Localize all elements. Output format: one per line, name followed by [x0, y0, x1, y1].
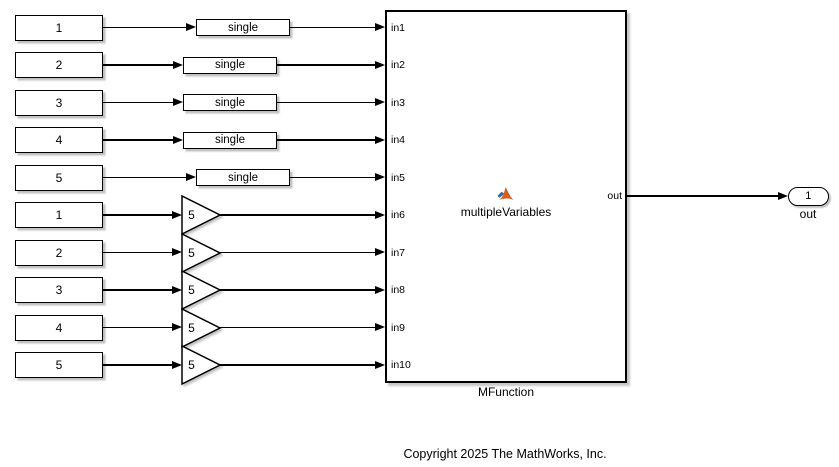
gain-value: 5: [188, 320, 195, 335]
constant-block[interactable]: 2: [15, 52, 103, 78]
constant-block[interactable]: 5: [15, 352, 103, 378]
data-type-conversion-block[interactable]: single: [183, 131, 277, 149]
input-port-label: in6: [391, 209, 406, 221]
input-port-label: in10: [391, 359, 411, 371]
wire-arrowhead: [375, 248, 385, 256]
wire-arrowhead: [172, 285, 182, 294]
gain-value: 5: [188, 245, 195, 260]
wire-arrowhead: [375, 135, 385, 144]
wire[interactable]: [103, 251, 172, 254]
wire[interactable]: [103, 101, 173, 104]
data-type-conversion-block[interactable]: single: [196, 19, 290, 36]
gain-block[interactable]: [180, 345, 222, 385]
wire-arrowhead: [172, 210, 182, 219]
constant-block[interactable]: 1: [15, 14, 103, 41]
input-port-label: in4: [391, 134, 406, 146]
constant-block[interactable]: 1: [15, 202, 103, 228]
constant-block[interactable]: 4: [15, 127, 103, 153]
constant-block[interactable]: 4: [15, 314, 103, 341]
wire[interactable]: [219, 364, 375, 366]
wire[interactable]: [219, 289, 375, 291]
wire-arrowhead: [186, 23, 196, 31]
gain-value: 5: [188, 208, 195, 222]
wire-arrowhead: [172, 323, 182, 331]
input-port-label: in5: [391, 171, 406, 184]
wire-arrowhead: [375, 60, 385, 69]
wire-arrowhead: [375, 360, 385, 369]
wire-arrowhead: [173, 135, 183, 144]
wire[interactable]: [219, 326, 375, 329]
wire-arrowhead: [375, 323, 385, 331]
gain-block[interactable]: [180, 195, 222, 235]
wire-arrowhead: [173, 98, 183, 106]
wire-arrowhead: [173, 60, 183, 69]
input-port-label: in9: [391, 321, 406, 334]
wire-arrowhead: [375, 173, 385, 181]
wire-arrowhead: [375, 98, 385, 106]
wire[interactable]: [103, 289, 172, 291]
copyright-annotation: Copyright 2025 The MathWorks, Inc.: [403, 447, 607, 461]
constant-block[interactable]: 2: [15, 239, 103, 266]
wire[interactable]: [627, 195, 778, 197]
wire-arrowhead: [375, 23, 385, 31]
input-port-label: in3: [391, 96, 406, 109]
constant-block[interactable]: 3: [15, 277, 103, 303]
wire[interactable]: [277, 101, 375, 104]
input-port-label: in7: [391, 246, 406, 259]
wire-arrowhead: [172, 248, 182, 256]
wire-arrowhead: [778, 191, 788, 200]
wire[interactable]: [290, 176, 375, 179]
data-type-conversion-block[interactable]: single: [196, 169, 290, 186]
input-port-label: in8: [391, 284, 406, 296]
wire[interactable]: [277, 139, 375, 141]
outport-block[interactable]: 1: [788, 186, 829, 206]
matlab-logo-icon: [497, 187, 514, 200]
constant-block[interactable]: 3: [15, 89, 103, 116]
wire[interactable]: [103, 364, 172, 366]
wire[interactable]: [103, 26, 186, 29]
gain-value: 5: [188, 358, 195, 372]
wire[interactable]: [103, 64, 173, 66]
gain-block[interactable]: [180, 270, 222, 310]
block-name-label: MFunction: [477, 385, 535, 399]
data-type-conversion-block[interactable]: single: [183, 56, 277, 74]
gain-value: 5: [188, 283, 195, 297]
wire[interactable]: [103, 139, 173, 141]
input-port-label: in1: [391, 21, 406, 34]
data-type-conversion-block[interactable]: single: [183, 94, 277, 111]
constant-block[interactable]: 5: [15, 164, 103, 191]
gain-block[interactable]: [180, 232, 222, 273]
output-port-label: out: [607, 190, 622, 202]
function-name-label: multipleVariables: [460, 205, 552, 219]
wire-arrowhead: [186, 173, 196, 181]
wire[interactable]: [219, 214, 375, 216]
wire[interactable]: [219, 251, 375, 254]
outport-name-label: out: [799, 207, 817, 221]
wire[interactable]: [103, 214, 172, 216]
input-port-label: in2: [391, 59, 406, 71]
wire[interactable]: [277, 64, 375, 66]
wire[interactable]: [103, 176, 186, 179]
wire-arrowhead: [375, 285, 385, 294]
gain-block[interactable]: [180, 307, 222, 348]
wire-arrowhead: [375, 210, 385, 219]
wire[interactable]: [290, 26, 375, 29]
wire-arrowhead: [172, 360, 182, 369]
wire[interactable]: [103, 326, 172, 329]
matlab-function-block[interactable]: in1 in2 in3 in4 in5 in6 in7 in8 in9 in10…: [385, 10, 627, 383]
